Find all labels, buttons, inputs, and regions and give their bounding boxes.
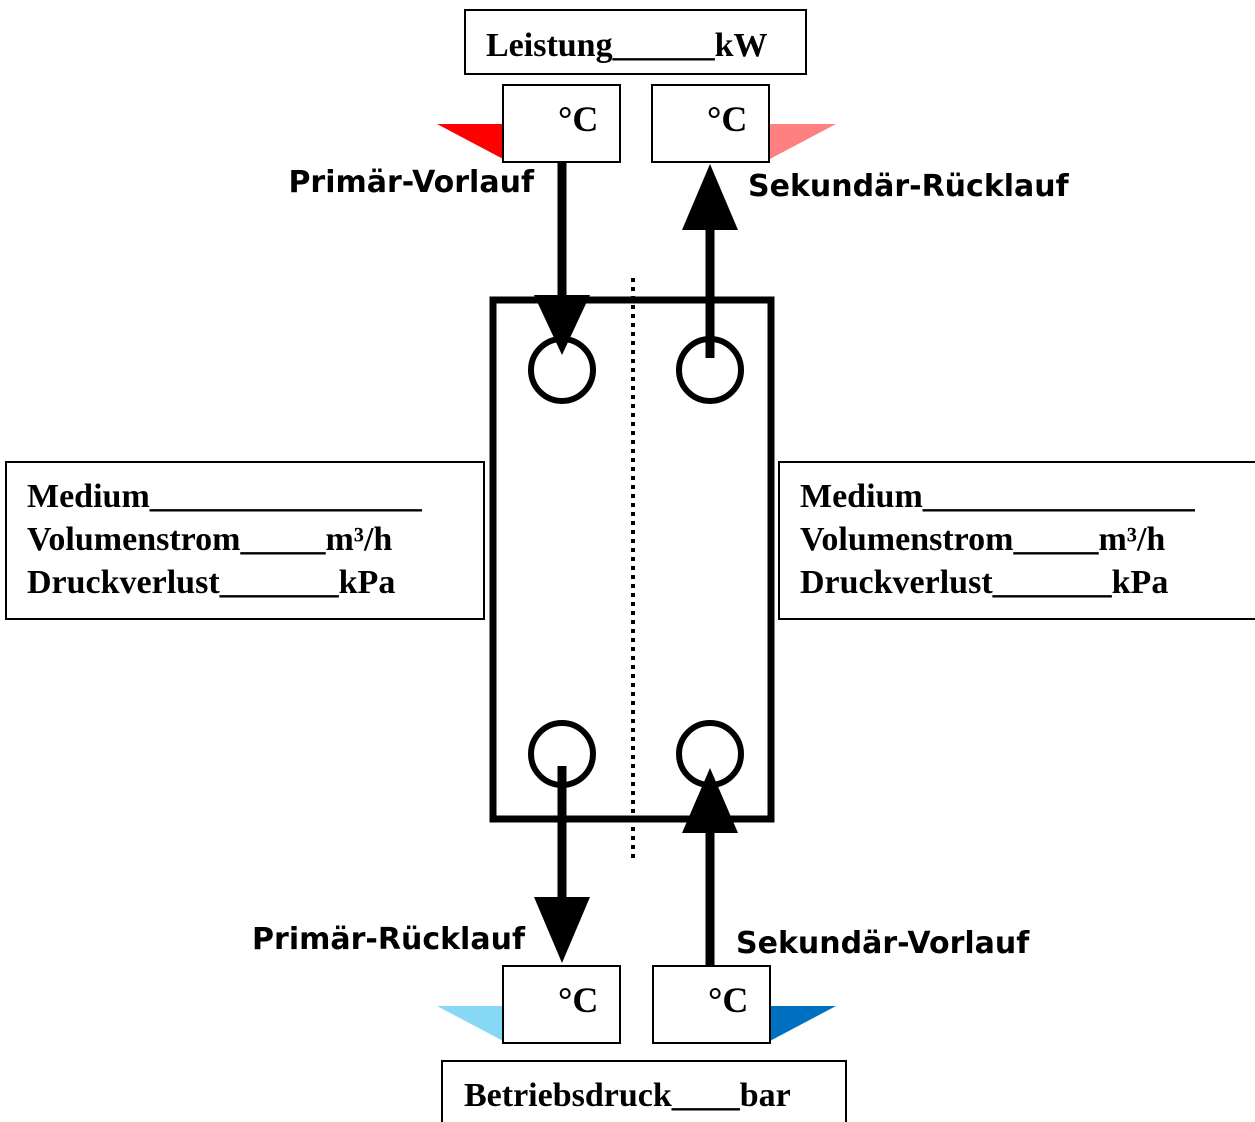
- temp-box-secondary-supply[interactable]: [652, 965, 771, 1044]
- primary-return-color-marker: [437, 1006, 505, 1042]
- arrow-primary-return: [534, 766, 590, 963]
- temp-box-primary-supply[interactable]: [502, 84, 621, 163]
- temp-box-primary-return[interactable]: [502, 965, 621, 1044]
- operating-pressure-label[interactable]: Betriebsdruck____bar: [464, 1077, 791, 1114]
- left-info-panel: [5, 461, 485, 620]
- temp-unit-primary-supply: °C: [558, 99, 598, 139]
- right-volume-field[interactable]: Volumenstrom_____m³/h: [800, 521, 1165, 558]
- temp-unit-secondary-supply: °C: [708, 980, 748, 1020]
- secondary-supply-color-marker: [768, 1006, 836, 1042]
- power-box: [464, 9, 807, 75]
- arrow-primary-supply: [534, 163, 590, 355]
- left-volume-field[interactable]: Volumenstrom_____m³/h: [27, 521, 392, 558]
- secondary-supply-label: Sekundär-Vorlauf: [736, 926, 1030, 961]
- primary-supply-color-marker: [437, 124, 505, 160]
- power-label: Leistung______kW: [486, 27, 768, 64]
- arrow-secondary-return: [682, 164, 738, 358]
- right-medium-field[interactable]: Medium________________: [800, 478, 1196, 515]
- temp-unit-primary-return: °C: [558, 980, 598, 1020]
- temp-box-secondary-return[interactable]: [651, 84, 770, 163]
- arrow-secondary-supply: [682, 768, 738, 966]
- primary-return-label: Primär-Rücklauf: [252, 922, 526, 957]
- secondary-return-label: Sekundär-Rücklauf: [748, 169, 1070, 204]
- right-info-panel: [778, 461, 1255, 620]
- right-pressure-field[interactable]: Druckverlust_______kPa: [800, 564, 1168, 601]
- left-medium-field[interactable]: Medium________________: [27, 478, 423, 515]
- temp-unit-secondary-return: °C: [707, 99, 747, 139]
- left-pressure-field[interactable]: Druckverlust_______kPa: [27, 564, 395, 601]
- secondary-return-color-marker: [768, 124, 836, 160]
- pressure-box: [441, 1060, 847, 1122]
- primary-supply-label: Primär-Vorlauf: [288, 165, 535, 200]
